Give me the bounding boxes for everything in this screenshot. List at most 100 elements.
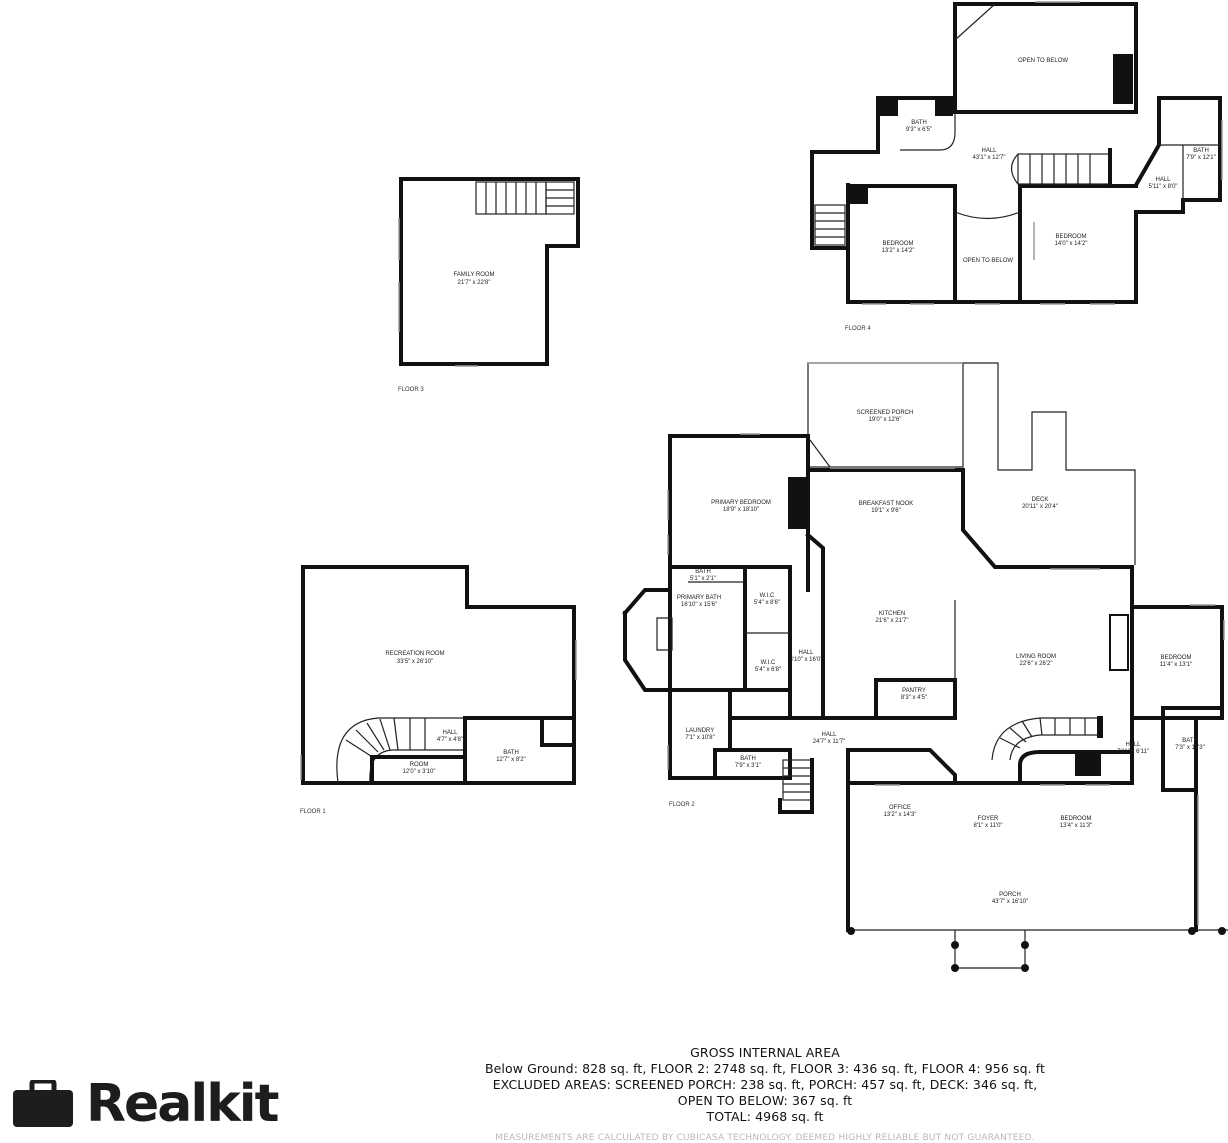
svg-text:5'11" x 8'0": 5'11" x 8'0" bbox=[1148, 184, 1177, 190]
summary-title: GROSS INTERNAL AREA bbox=[690, 1045, 840, 1060]
svg-text:33'5" x 26'10": 33'5" x 26'10" bbox=[397, 659, 433, 665]
svg-text:BEDROOM: BEDROOM bbox=[1055, 234, 1086, 240]
svg-text:14'0" x 14'2": 14'0" x 14'2" bbox=[1055, 241, 1088, 247]
room-wic-2: W.I.C5'4" x 6'8" bbox=[755, 660, 781, 673]
svg-text:7'9" x 12'1": 7'9" x 12'1" bbox=[1186, 155, 1216, 161]
svg-text:7'9" x 3'1": 7'9" x 3'1" bbox=[735, 763, 761, 769]
briefcase-icon bbox=[13, 1080, 73, 1127]
svg-text:18'9" x 18'10": 18'9" x 18'10" bbox=[723, 507, 759, 513]
svg-text:BEDROOM: BEDROOM bbox=[1060, 816, 1091, 822]
summary-total: TOTAL: 4968 sq. ft bbox=[706, 1109, 824, 1124]
svg-text:PRIMARY BEDROOM: PRIMARY BEDROOM bbox=[711, 500, 771, 506]
floor-1 bbox=[300, 565, 577, 785]
svg-text:SCREENED PORCH: SCREENED PORCH bbox=[857, 410, 914, 416]
floor-4 bbox=[810, 1, 1223, 305]
svg-text:OPEN TO BELOW: OPEN TO BELOW bbox=[963, 258, 1013, 264]
svg-text:BATH: BATH bbox=[1182, 738, 1198, 744]
svg-text:5'4" x 8'6": 5'4" x 8'6" bbox=[754, 600, 780, 606]
svg-text:7'3" x 10'3": 7'3" x 10'3" bbox=[1175, 745, 1205, 751]
svg-text:OPEN TO BELOW: OPEN TO BELOW bbox=[1018, 58, 1068, 64]
svg-text:BEDROOM: BEDROOM bbox=[1160, 655, 1191, 661]
svg-text:13'2" x 14'2": 13'2" x 14'2" bbox=[882, 248, 915, 254]
svg-text:FAMILY ROOM: FAMILY ROOM bbox=[453, 272, 494, 278]
svg-text:12'0" x 3'10": 12'0" x 3'10" bbox=[403, 769, 436, 775]
svg-text:LAUNDRY: LAUNDRY bbox=[686, 728, 715, 734]
svg-text:DECK: DECK bbox=[1032, 497, 1049, 503]
svg-text:BATH: BATH bbox=[740, 756, 756, 762]
svg-text:8'3" x 4'5": 8'3" x 4'5" bbox=[901, 695, 927, 701]
svg-text:PORCH: PORCH bbox=[999, 892, 1021, 898]
svg-text:5'1" x 2'1": 5'1" x 2'1" bbox=[690, 576, 716, 582]
svg-text:16'10" x 15'6": 16'10" x 15'6" bbox=[681, 602, 717, 608]
summary-line-2: EXCLUDED AREAS: SCREENED PORCH: 238 sq. … bbox=[492, 1077, 1038, 1092]
svg-text:11'4" x 13'1": 11'4" x 13'1" bbox=[1160, 662, 1192, 668]
svg-text:BATH: BATH bbox=[1193, 148, 1209, 154]
floor-label-2: FLOOR 2 bbox=[669, 802, 695, 808]
svg-text:W.I.C: W.I.C bbox=[760, 593, 775, 599]
svg-text:4'7" x 4'8": 4'7" x 4'8" bbox=[437, 737, 463, 743]
svg-text:OFFICE: OFFICE bbox=[889, 805, 911, 811]
brand-logo: Realkit bbox=[12, 1074, 279, 1134]
summary-line-1: Below Ground: 828 sq. ft, FLOOR 2: 2748 … bbox=[484, 1061, 1046, 1076]
svg-text:W.I.C: W.I.C bbox=[761, 660, 776, 666]
svg-text:19'0" x 12'6": 19'0" x 12'6" bbox=[869, 417, 902, 423]
svg-text:HALL: HALL bbox=[1125, 742, 1141, 748]
area-summary: GROSS INTERNAL AREA Below Ground: 828 sq… bbox=[420, 1045, 1110, 1125]
brand-name: Realkit bbox=[86, 1074, 279, 1134]
svg-text:13'4" x 11'3": 13'4" x 11'3" bbox=[1060, 823, 1092, 829]
svg-text:RECREATION ROOM: RECREATION ROOM bbox=[385, 651, 444, 657]
svg-text:24'7" x 11'7": 24'7" x 11'7" bbox=[813, 739, 845, 745]
floor-label-3: FLOOR 3 bbox=[398, 387, 424, 393]
svg-text:PRIMARY BATH: PRIMARY BATH bbox=[677, 595, 721, 601]
svg-text:BEDROOM: BEDROOM bbox=[882, 241, 913, 247]
svg-text:BREAKFAST NOOK: BREAKFAST NOOK bbox=[859, 501, 914, 507]
svg-text:BATH: BATH bbox=[911, 120, 927, 126]
room-recreation: RECREATION ROOM 33'5" x 26'10" bbox=[385, 651, 444, 665]
floor-label-1: FLOOR 1 bbox=[300, 809, 326, 815]
svg-text:21'7" x 22'8": 21'7" x 22'8" bbox=[458, 280, 491, 286]
svg-text:7'11" x 6'11": 7'11" x 6'11" bbox=[1117, 749, 1149, 755]
svg-text:HALL: HALL bbox=[798, 650, 814, 656]
svg-text:13'2" x 14'3": 13'2" x 14'3" bbox=[884, 812, 917, 818]
floor-2 bbox=[622, 362, 1228, 972]
svg-text:20'11" x 20'4": 20'11" x 20'4" bbox=[1022, 504, 1058, 510]
room-f4-open-top: OPEN TO BELOW bbox=[1018, 58, 1068, 64]
svg-text:BATH: BATH bbox=[503, 750, 519, 756]
svg-text:HALL: HALL bbox=[821, 732, 837, 738]
svg-text:8'1" x 11'0": 8'1" x 11'0" bbox=[973, 823, 1002, 829]
svg-text:7'1" x 10'8": 7'1" x 10'8" bbox=[685, 735, 715, 741]
disclaimer: MEASUREMENTS ARE CALCULATED BY CUBICASA … bbox=[495, 1133, 1035, 1143]
svg-text:BATH: BATH bbox=[695, 569, 711, 575]
room-f4-open-mid: OPEN TO BELOW bbox=[963, 258, 1013, 264]
svg-text:19'1" x 9'6": 19'1" x 9'6" bbox=[871, 508, 901, 514]
room-family: FAMILY ROOM 21'7" x 22'8" bbox=[453, 272, 494, 286]
svg-text:HALL: HALL bbox=[981, 148, 997, 154]
svg-text:LIVING ROOM: LIVING ROOM bbox=[1016, 654, 1056, 660]
svg-text:9'3" x 6'5": 9'3" x 6'5" bbox=[906, 127, 932, 133]
